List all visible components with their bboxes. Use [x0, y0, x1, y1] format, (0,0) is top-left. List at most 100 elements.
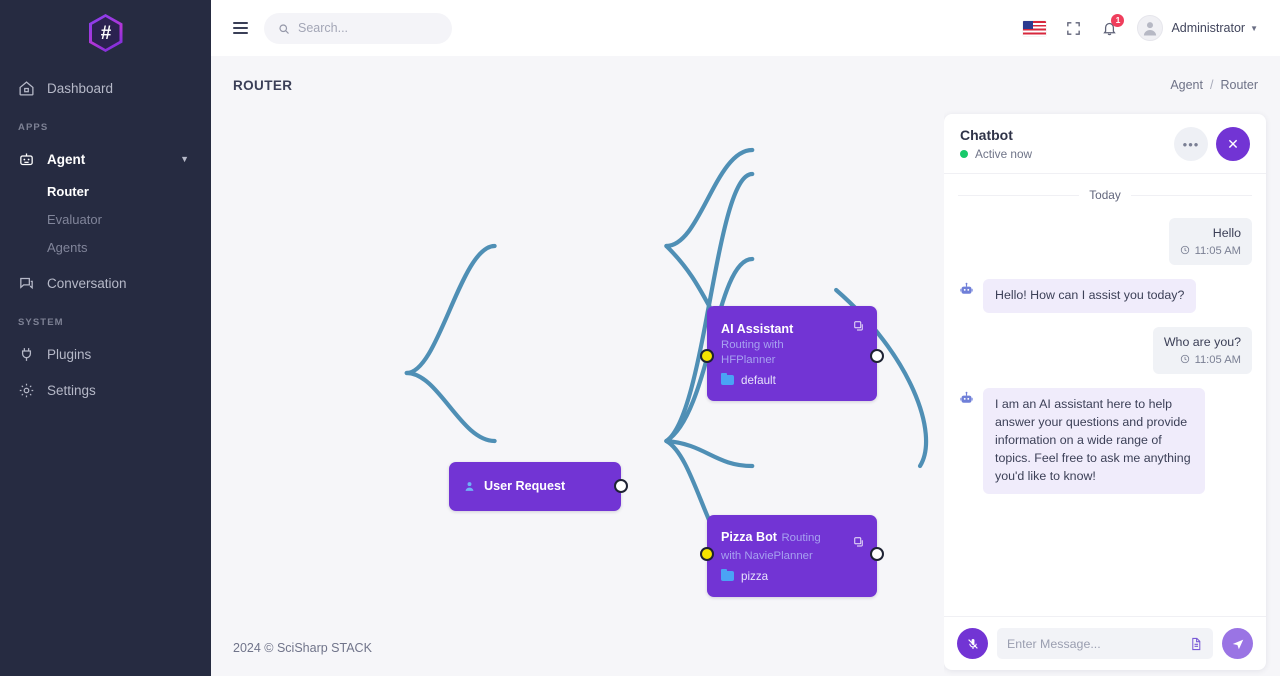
sidebar-item-dashboard[interactable]: Dashboard [0, 70, 211, 106]
sidebar-subitem-label: Router [47, 183, 89, 199]
chat-messages[interactable]: Today Hello 11:05 AM [944, 174, 1266, 616]
sidebar-item-agents[interactable]: Agents [0, 233, 211, 261]
robot-avatar-icon [958, 390, 975, 407]
flow-canvas[interactable]: User Request AI Assistant Routing with H… [211, 114, 944, 676]
chat-message-text: I am an AI assistant here to help answer… [983, 387, 1205, 494]
sidebar-item-evaluator[interactable]: Evaluator [0, 205, 211, 233]
user-name: Administrator [1171, 21, 1246, 35]
chat-message-time-label: 11:05 AM [1194, 354, 1241, 367]
flow-node-tag-label: default [741, 373, 776, 387]
folder-icon [721, 372, 734, 386]
chat-message-incoming: Hello! How can I assist you today? [958, 278, 1252, 313]
chat-panel: Chatbot Active now ••• ✕ Today [944, 114, 1266, 670]
content-row: User Request AI Assistant Routing with H… [211, 114, 1280, 676]
message-input[interactable] [1007, 636, 1183, 651]
flow-node-title: Pizza Bot [721, 530, 777, 544]
folder-icon [721, 568, 734, 582]
clock-icon [1180, 354, 1190, 367]
sidebar-item-agent[interactable]: Agent ▼ [0, 141, 211, 177]
notification-badge: 1 [1111, 13, 1125, 27]
sidebar-item-conversation[interactable]: Conversation [0, 265, 211, 301]
flow-node-user-request[interactable]: User Request [449, 462, 628, 511]
chat-message-outgoing: Hello 11:05 AM [958, 218, 1252, 265]
logo-glyph: # [100, 22, 112, 44]
gear-icon [18, 382, 35, 399]
sidebar-item-label: Conversation [47, 275, 127, 291]
user-icon [463, 480, 476, 493]
search-box[interactable] [264, 12, 452, 44]
main-area: 1 Administrator ▼ ROUTER Agent / Router [211, 0, 1280, 676]
flow-node-title: AI Assistant [721, 322, 794, 336]
edge-user-to-pizza [404, 370, 497, 444]
footer: 2024 © SciSharp STACK [211, 620, 944, 676]
page-header: ROUTER Agent / Router [211, 56, 1280, 114]
chat-message-outgoing: Who are you? 11:05 AM [958, 326, 1252, 374]
sidebar-item-settings[interactable]: Settings [0, 372, 211, 408]
sidebar-item-label: Plugins [47, 346, 92, 362]
chat-message-text: Hello! How can I assist you today? [983, 278, 1197, 313]
us-flag-icon[interactable] [1023, 20, 1047, 36]
edge-user-to-ai [404, 243, 497, 376]
flow-node-tag: pizza [721, 568, 863, 583]
chevron-down-icon: ▼ [1250, 23, 1258, 33]
fullscreen-icon[interactable] [1065, 20, 1082, 37]
close-icon[interactable]: ✕ [1216, 127, 1250, 161]
hamburger-icon[interactable] [231, 19, 250, 37]
topbar: 1 Administrator ▼ [211, 0, 1280, 56]
chat-message-time: 11:05 AM [1164, 354, 1241, 367]
flow-node-title: User Request [484, 479, 566, 494]
breadcrumb-agent[interactable]: Agent [1170, 78, 1203, 92]
sidebar-section-system: SYSTEM [18, 317, 64, 328]
logo[interactable]: # [0, 0, 211, 56]
chat-message-time: 11:05 AM [1180, 245, 1241, 258]
chat-input-bar [944, 616, 1266, 670]
copy-icon[interactable] [853, 319, 865, 337]
home-icon [18, 80, 35, 97]
microphone-muted-icon[interactable] [957, 628, 988, 659]
message-input-wrapper[interactable] [997, 628, 1213, 659]
avatar [1137, 15, 1164, 41]
chat-status-label: Active now [975, 147, 1033, 161]
flow-node-pizza-bot[interactable]: Pizza Bot Routing with NaviePlanner pizz… [700, 515, 884, 597]
node-output-port[interactable] [614, 479, 628, 493]
bell-icon[interactable]: 1 [1101, 13, 1125, 37]
robot-icon [18, 151, 35, 168]
robot-avatar-icon [958, 281, 975, 298]
flow-node-tag-label: pizza [741, 569, 769, 583]
sidebar-nav: Dashboard APPS Agent ▼ Router Evaluator … [0, 70, 211, 408]
node-input-port[interactable] [700, 547, 714, 561]
hexagon-hash-logo-icon: # [88, 14, 123, 52]
breadcrumb-router: Router [1220, 78, 1258, 92]
send-icon[interactable] [1222, 628, 1253, 659]
chat-title: Chatbot [960, 127, 1013, 143]
edge-ai-to-chatbot [664, 147, 755, 249]
flow-node-tag: default [721, 372, 863, 387]
search-input[interactable] [298, 21, 428, 35]
footer-text: 2024 © SciSharp STACK [233, 641, 372, 655]
copy-icon[interactable] [853, 535, 865, 553]
sidebar-item-router[interactable]: Router [0, 177, 211, 205]
node-input-port[interactable] [700, 349, 714, 363]
clock-icon [1180, 245, 1190, 258]
breadcrumb: Agent / Router [1170, 78, 1258, 92]
node-output-port[interactable] [870, 547, 884, 561]
chat-icon [18, 275, 35, 292]
edge-pizza-to-chatbot [664, 171, 755, 444]
chat-message-incoming: I am an AI assistant here to help answer… [958, 387, 1252, 494]
file-icon[interactable] [1189, 637, 1203, 651]
topbar-actions: 1 Administrator ▼ [1023, 13, 1258, 41]
sidebar-item-label: Dashboard [47, 80, 114, 96]
search-icon [278, 22, 290, 34]
sidebar-section-apps: APPS [18, 122, 49, 133]
sidebar-item-label: Agent [47, 151, 86, 167]
chat-day-label: Today [1089, 188, 1121, 202]
sidebar-item-plugins[interactable]: Plugins [0, 336, 211, 372]
user-menu[interactable]: Administrator ▼ [1137, 15, 1258, 41]
chat-status: Active now [960, 147, 1032, 161]
chat-message-text: Who are you? [1163, 334, 1241, 349]
sidebar: # Dashboard APPS Agent ▼ Router [0, 0, 211, 676]
flow-node-ai-assistant[interactable]: AI Assistant Routing with HFPlanner defa… [700, 306, 884, 401]
sidebar-subitem-label: Agents [47, 239, 88, 255]
more-dots-icon[interactable]: ••• [1174, 127, 1208, 161]
node-output-port[interactable] [870, 349, 884, 363]
